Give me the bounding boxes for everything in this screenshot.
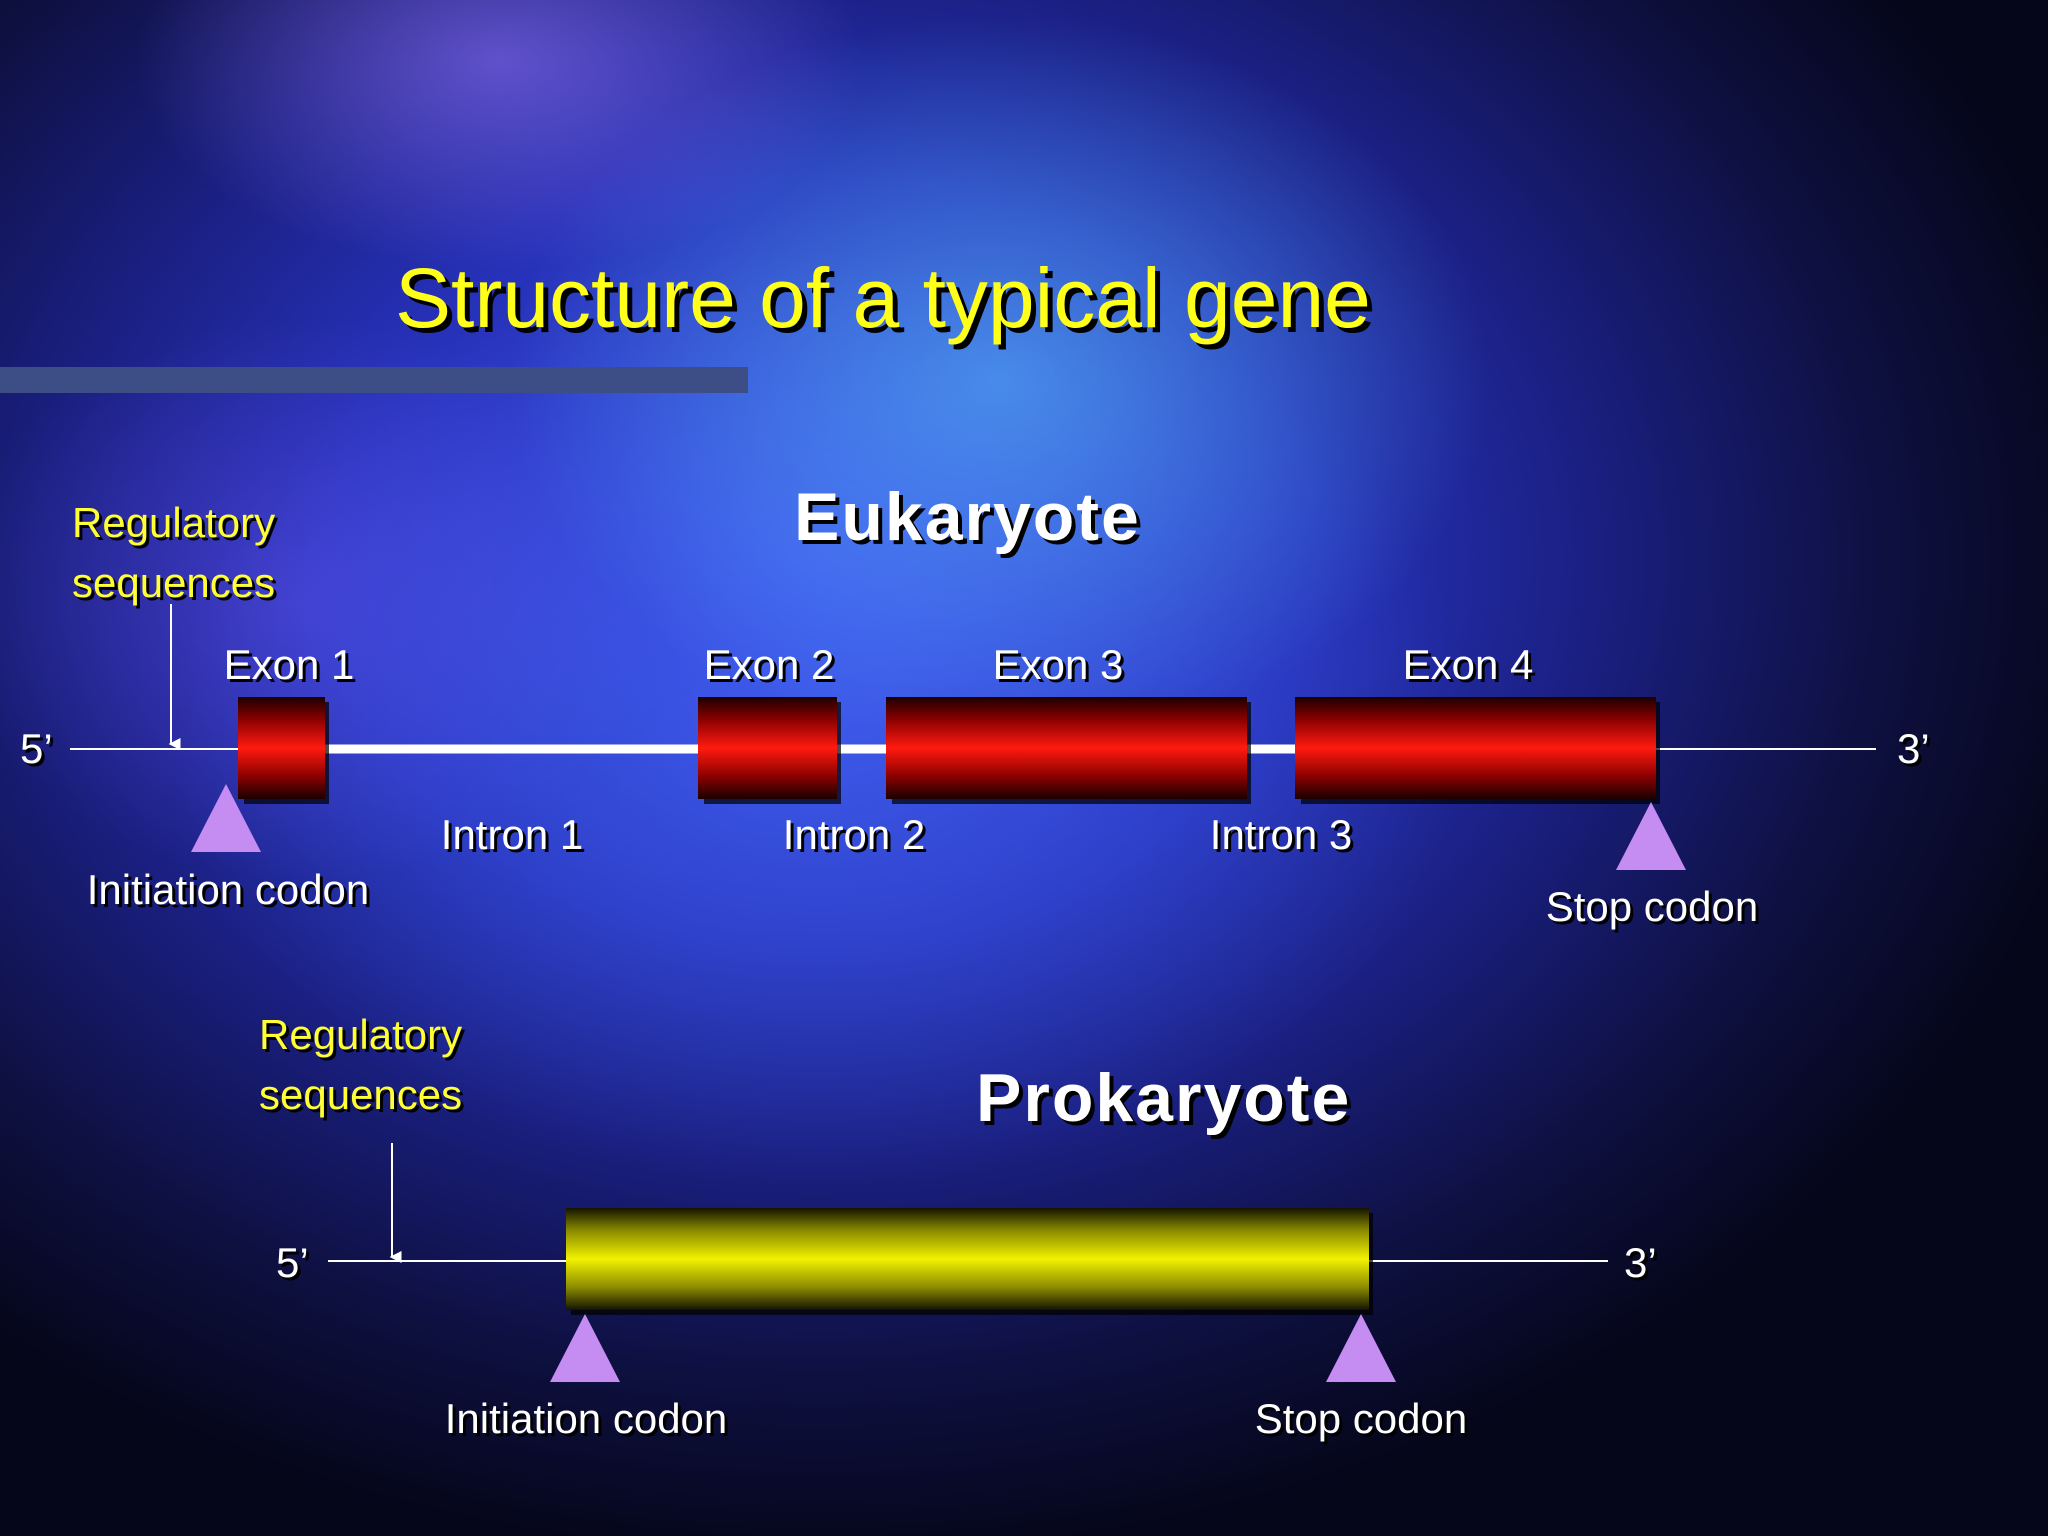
prokaryote-regulatory-line-2: sequences [259,1071,463,1118]
exon-1-label: Exon 1 [223,641,355,688]
exon-3-block [886,697,1247,799]
eukaryote-regulatory-label: Regulatory sequences [72,493,275,613]
prokaryote-initiation-codon-marker [550,1314,620,1382]
slide-title: Structure of a typical gene [395,251,1371,345]
exon-4-label: Exon 4 [1402,641,1534,688]
prokaryote-regulatory-line-1: Regulatory [259,1011,463,1058]
eukaryote-five-prime-label: 5’ [20,725,53,772]
exon-2-block [698,697,837,799]
intron-2-label: Intron 2 [782,811,926,858]
title-underline-bar [0,367,748,393]
exon-3-label: Exon 3 [992,641,1124,688]
prokaryote-initiation-codon-label: Initiation codon [444,1395,728,1442]
exon-4-block [1295,697,1656,799]
prokaryote-stop-codon-label: Stop codon [1254,1395,1468,1442]
eukaryote-initiation-codon-marker [191,784,261,852]
prokaryote-coding-block [566,1208,1369,1310]
prokaryote-heading: Prokaryote [976,1060,1352,1136]
intron-1-label: Intron 1 [440,811,584,858]
exon-2-label: Exon 2 [703,641,835,688]
eukaryote-regulatory-line-2: sequences [72,559,276,606]
prokaryote-stop-codon-marker [1326,1314,1396,1382]
prokaryote-regulatory-label: Regulatory sequences [259,1005,462,1125]
prokaryote-three-prime-label: 3’ [1624,1239,1657,1286]
eukaryote-stop-codon-marker [1616,802,1686,870]
eukaryote-heading: Eukaryote [794,479,1141,555]
eukaryote-initiation-codon-label: Initiation codon [86,866,370,913]
exon-1-block [238,697,325,799]
eukaryote-three-prime-label: 3’ [1897,725,1930,772]
intron-3-label: Intron 3 [1209,811,1353,858]
eukaryote-stop-codon-label: Stop codon [1545,883,1759,930]
prokaryote-five-prime-label: 5’ [276,1239,309,1286]
eukaryote-regulatory-line-1: Regulatory [72,499,276,546]
